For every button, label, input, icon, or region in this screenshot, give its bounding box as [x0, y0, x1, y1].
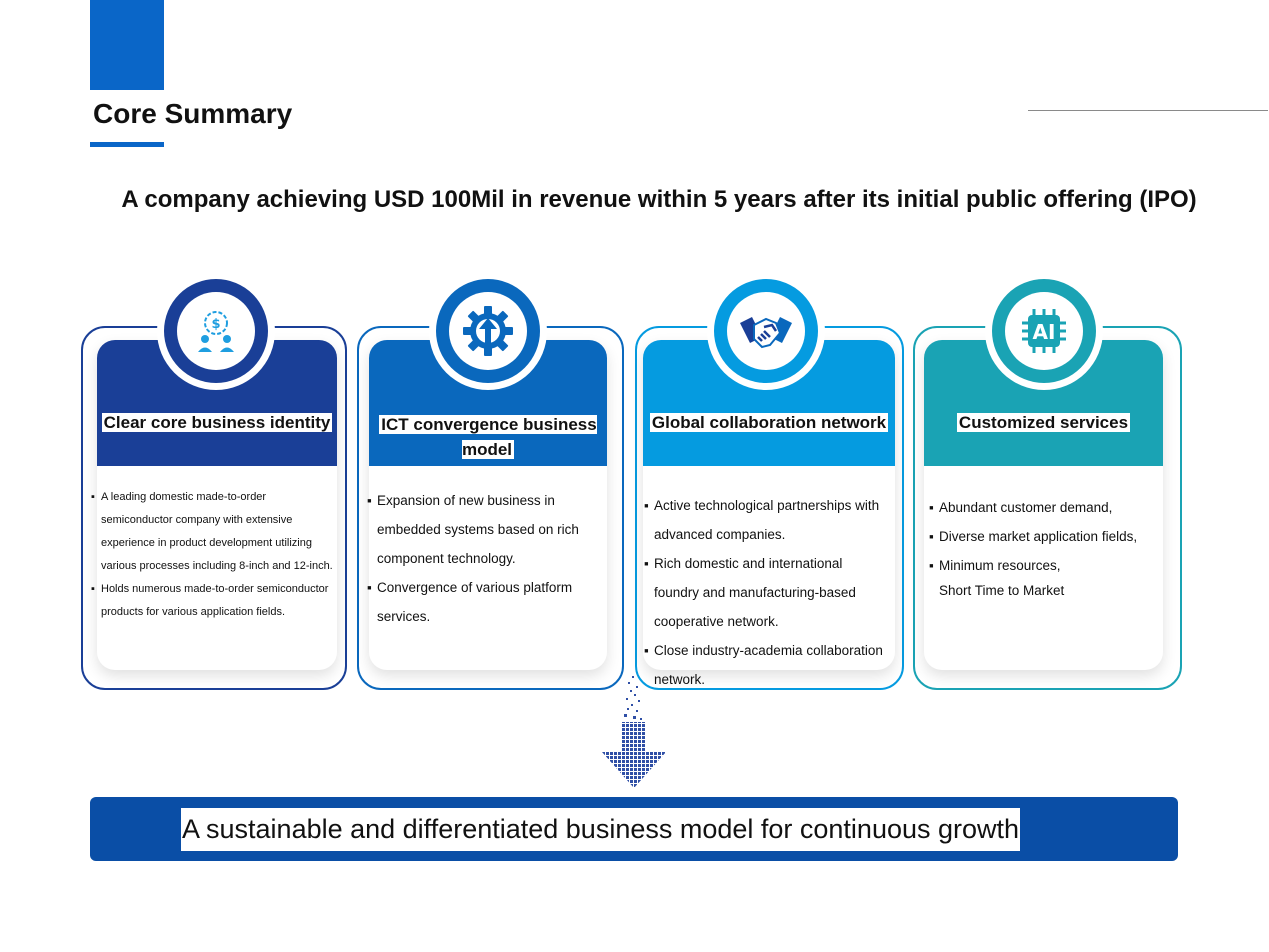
- card-title-ict: ICT convergence business model: [379, 415, 597, 459]
- svg-text:AI: AI: [1033, 320, 1056, 344]
- money-people-icon: $: [177, 292, 255, 370]
- list-item: A leading domestic made-to-order semicon…: [91, 486, 337, 578]
- badge-global: [707, 272, 825, 390]
- list-item: Active technological partnerships with a…: [644, 491, 889, 549]
- list-item: Rich domestic and international foundry …: [644, 549, 889, 636]
- badge-custom: AI: [985, 272, 1103, 390]
- header-rule: [1028, 110, 1268, 111]
- list-item: Expansion of new business in embedded sy…: [367, 486, 607, 573]
- card-bullets-ict: Expansion of new business in embedded sy…: [367, 486, 607, 631]
- handshake-icon: [727, 292, 805, 370]
- ai-chip-icon: AI: [1005, 292, 1083, 370]
- card-title-global: Global collaboration network: [649, 413, 889, 432]
- banner-text: A sustainable and differentiated busines…: [181, 808, 1021, 851]
- headline: A company achieving USD 100Mil in revenu…: [121, 186, 1197, 213]
- corner-accent-block: [90, 0, 164, 90]
- list-item: Holds numerous made-to-order semiconduct…: [91, 578, 337, 624]
- card-title-identity: Clear core business identity: [101, 413, 333, 432]
- gear-arrow-icon: [449, 292, 527, 370]
- card-title-custom: Customized services: [956, 413, 1131, 432]
- list-item: Minimum resources,: [929, 551, 1165, 580]
- title-underline: [90, 142, 164, 147]
- list-item: Diverse market application fields,: [929, 522, 1165, 551]
- svg-text:$: $: [211, 317, 220, 332]
- list-item: Convergence of various platform services…: [367, 573, 607, 631]
- badge-identity: $: [157, 272, 275, 390]
- down-arrow-icon: [598, 672, 670, 795]
- card-extra-line: Short Time to Market: [939, 583, 1065, 598]
- card-bullets-custom: Abundant customer demand, Diverse market…: [929, 493, 1165, 580]
- list-item: Abundant customer demand,: [929, 493, 1165, 522]
- page-title: Core Summary: [93, 98, 293, 129]
- card-bullets-global: Active technological partnerships with a…: [644, 491, 889, 694]
- list-item: Close industry-academia collaboration ne…: [644, 636, 889, 694]
- card-bullets-identity: A leading domestic made-to-order semicon…: [91, 486, 337, 624]
- badge-ict: [429, 272, 547, 390]
